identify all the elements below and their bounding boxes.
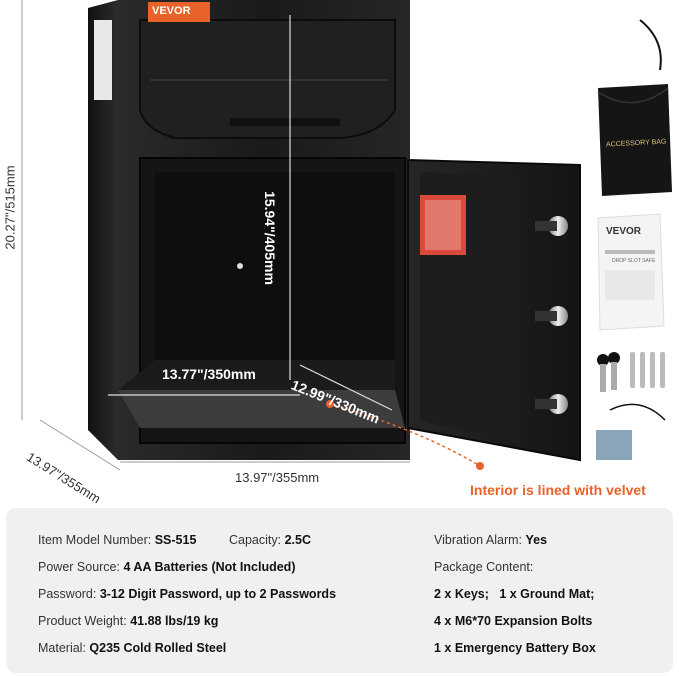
info-label [94, 20, 112, 100]
spec-vibration-alarm: Vibration Alarm: Yes [434, 533, 547, 547]
door-warning-label [420, 195, 466, 255]
vevor-logo: VEVOR [152, 5, 191, 17]
safe-side [88, 0, 118, 460]
spec-value: 1 x Emergency Battery Box [434, 641, 596, 655]
spec-password: Password: 3-12 Digit Password, up to 2 P… [38, 587, 336, 601]
spec-value: 3-12 Digit Password, up to 2 Passwords [99, 587, 337, 601]
spec-panel [6, 508, 673, 673]
spec-value: Q235 Cold Rolled Steel [89, 641, 227, 655]
spec-label: Product Weight: [38, 614, 127, 628]
expansion-bolts [630, 352, 665, 388]
spec-power: Power Source: 4 AA Batteries (Not Includ… [38, 560, 295, 574]
spec-label: Capacity: [229, 533, 282, 547]
spec-value: 2 x Keys; 1 x Ground Mat; [434, 587, 595, 601]
warning-sticker [148, 2, 210, 22]
width-dimension-label: 13.97"/355mm [235, 470, 320, 485]
accessory-bag [598, 84, 672, 196]
spec-material: Material: Q235 Cold Rolled Steel [38, 641, 226, 655]
velvet-floor [118, 390, 405, 428]
spec-capacity: Capacity: 2.5C [229, 533, 311, 547]
vevor-logo-manual: VEVOR [606, 226, 642, 237]
inner-height-dimension-label: 15.94"/405mm [262, 191, 278, 285]
spec-value: SS-515 [154, 533, 197, 547]
spec-keys-mat: 2 x Keys; 1 x Ground Mat; [434, 587, 594, 601]
spec-battery-box: 1 x Emergency Battery Box [434, 641, 596, 655]
velvet-callout: Interior is lined with velvet [470, 482, 646, 498]
manual-title: DROP SLOT SAFE [612, 258, 656, 264]
spec-model: Item Model Number: SS-515 [38, 533, 196, 547]
spec-label: Password: [38, 587, 97, 601]
keys [597, 352, 620, 392]
emergency-battery-box [596, 430, 632, 460]
spec-bolts: 4 x M6*70 Expansion Bolts [434, 614, 592, 628]
spec-label: Package Content: [434, 560, 534, 574]
interior-back [155, 172, 395, 360]
spec-label: Vibration Alarm: [434, 533, 523, 547]
spec-value: Yes [525, 533, 548, 547]
spec-weight: Product Weight: 41.88 lbs/19 kg [38, 614, 218, 628]
height-dimension-label: 20.27"/515mm [2, 165, 18, 250]
safe-illustration [21, 0, 672, 471]
inner-width-dimension-label: 13.77"/350mm [162, 366, 256, 382]
spec-label: Material: [38, 641, 86, 655]
spec-label: Item Model Number: [38, 533, 152, 547]
spec-label: Power Source: [38, 560, 120, 574]
spec-value: 2.5C [284, 533, 311, 547]
spec-package-content: Package Content: [434, 560, 533, 574]
spec-value: 4 x M6*70 Expansion Bolts [434, 614, 593, 628]
spec-value: 4 AA Batteries (Not Included) [123, 560, 296, 574]
spec-value: 41.88 lbs/19 kg [130, 614, 219, 628]
